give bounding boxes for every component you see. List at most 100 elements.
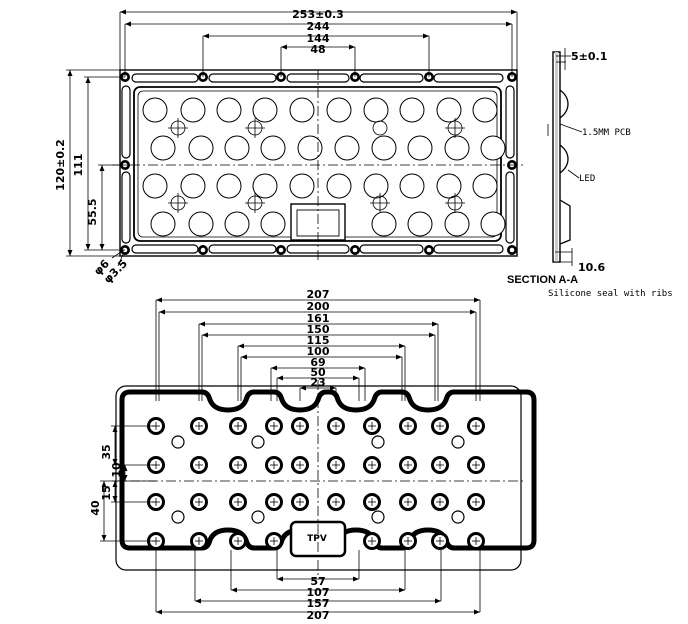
led-pad [399,532,417,550]
edge-slot-top [131,73,199,83]
lens [436,97,462,123]
lens [289,173,315,199]
arrow-head [506,21,512,27]
dim-total-height: 120±0.2 [54,139,67,191]
led-pad [291,493,309,511]
arrow-head [353,576,359,582]
led-pad [467,456,485,474]
section-hatch [555,52,558,262]
arrow-head [112,481,118,487]
arrow-head [435,598,441,604]
lens [480,211,506,237]
arrow-head [511,9,517,15]
arrow-head [271,365,277,371]
dim-b-150: 150 [307,323,330,336]
edge-slot-bottom [359,244,424,254]
arrow-head [85,77,91,83]
label-led: LED [579,174,595,184]
top-view [66,9,524,267]
dim-b-100: 100 [307,345,330,358]
lens [436,173,462,199]
section-title: SECTION A-A [507,274,578,286]
dim-hole-span-height: 111 [72,154,85,177]
bottom-housing-outline [115,385,522,571]
lens [297,135,323,161]
arrow-head [231,587,237,593]
arrow-head [195,598,201,604]
seal-rib-outline [119,389,537,551]
edge-slot-right [505,171,515,244]
led-pad [190,493,208,511]
dim-center-hole-span: 48 [310,43,325,56]
led-pad [399,493,417,511]
dim-half-height: 55.5 [86,198,99,225]
led-pad [265,456,283,474]
lens [399,173,425,199]
vent-hole [371,435,385,449]
lens [480,135,506,161]
led-pad [399,417,417,435]
arrow-head [399,587,405,593]
dim-section-thickness: 5±0.1 [571,50,607,63]
edge-slot-left [121,85,131,159]
section-view [547,48,583,266]
dim-b-57: 57 [310,575,325,588]
mounting-hole-inner [200,247,206,253]
dim-b-40: 40 [89,500,102,516]
mounting-hole-inner [426,247,432,253]
lens [142,97,168,123]
section-caption: Silicone seal with ribs [548,289,673,299]
dim-hole-span-width: 244 [307,20,330,33]
leader-pcb [559,123,583,133]
arrow-head [122,465,128,471]
lens [371,211,397,237]
edge-slot-top [208,73,277,83]
lens [363,173,389,199]
led-pad [363,456,381,474]
vent-hole [171,435,185,449]
vent-hole [371,510,385,524]
lens [260,135,286,161]
arrow-head [241,354,247,360]
arrow-head [199,321,205,327]
led-pad [363,532,381,550]
arrow-head [277,375,283,381]
led-pad [327,417,345,435]
arrow-head [101,535,107,541]
led-pad [229,456,247,474]
vent-hole [251,435,265,449]
dim-b-107: 107 [307,586,330,599]
bottom-view [100,297,537,615]
arrow-head [202,332,208,338]
lens [371,135,397,161]
dim-b-23: 23 [310,376,325,389]
lens [334,135,360,161]
edge-slot-bottom [131,244,199,254]
arrow-head [122,475,128,481]
lens [289,97,315,123]
led-pad [363,493,381,511]
led-pad [229,417,247,435]
lens [224,211,250,237]
dim-b-115: 115 [307,334,330,347]
arrow-head [101,481,107,487]
led-pad [399,456,417,474]
edge-slot-bottom [433,244,504,254]
leader-led [567,169,580,179]
dim-b-35: 35 [100,444,113,459]
mounting-hole-inner [352,247,358,253]
mounting-hole-inner [278,247,284,253]
arrow-head [85,244,91,250]
dim-section-height: 10.6 [578,261,605,274]
lens [216,97,242,123]
lens [444,135,470,161]
lens [407,135,433,161]
arrow-head [112,496,118,502]
vent-hole [251,510,265,524]
led-pad [467,493,485,511]
arrow-head [300,385,306,391]
led-pad [265,532,283,550]
edge-slot-top [359,73,424,83]
label-tpv: TPV [307,534,327,544]
